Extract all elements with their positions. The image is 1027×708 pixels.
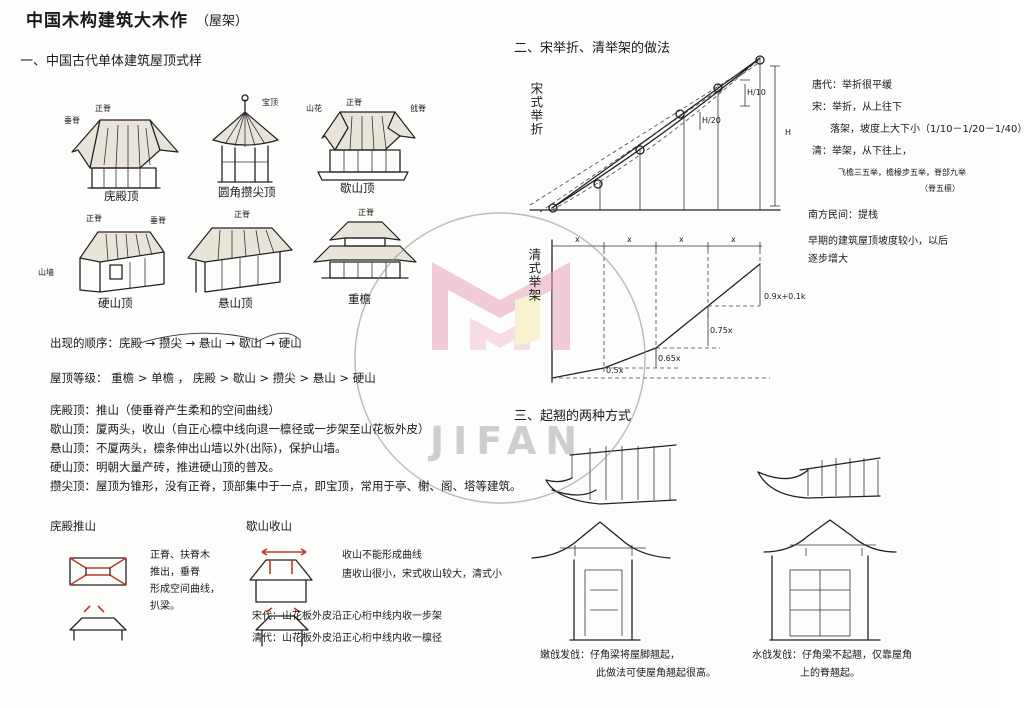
- roof-label-hip: 庑殿顶: [104, 189, 139, 203]
- sketch-drawings: [69, 55, 897, 647]
- double-eave-roof-drawing: [313, 221, 417, 279]
- callout-hip-hipridge: 垂脊: [64, 116, 80, 125]
- qing-x-2: x: [627, 235, 632, 244]
- shuiqiang-eave-drawing: [757, 457, 881, 499]
- song-juzhe-diagram: [529, 55, 781, 213]
- qing-jujia-diagram: [551, 239, 770, 383]
- qing-label: 清式举架: [526, 248, 542, 302]
- note-pyramidal: 攒尖顶：屋顶为锥形，没有正脊，顶部集中于一点，即宝顶，常用于亭、榭、阁、塔等建筑…: [50, 479, 522, 493]
- shoushan-diagram: [249, 548, 313, 647]
- callout-hardgable-hipridge: 垂脊: [150, 216, 166, 225]
- callout-hip-ridge: 正脊: [95, 104, 111, 113]
- shoushan-desc-1: 收山不能形成曲线: [342, 550, 422, 561]
- tuishan-desc-1: 正脊、扶脊木: [150, 550, 210, 561]
- qing-x-1: x: [575, 235, 580, 244]
- section2-note-4: 清：举架，从下往上，: [812, 146, 912, 157]
- qing-x-4: x: [731, 235, 736, 244]
- section2-heading: 二、宋举折、清举架的做法: [514, 41, 671, 56]
- section3-caption2-line2: 上的脊翘起。: [800, 668, 860, 679]
- tuishan-desc-4: 扒梁。: [150, 601, 180, 612]
- qing-value-1: 0.9x+0.1k: [764, 292, 806, 301]
- note-hard-gable: 硬山顶：明朝大量产砖，推进硬山顶的普及。: [50, 460, 280, 474]
- order-line: 出现的顺序：庑殿 → 攒尖 → 悬山 → 歇山 → 硬山: [50, 336, 302, 350]
- section3-caption1-line2: 此做法可使屋角翘起很高。: [596, 668, 716, 679]
- section2-note-1: 唐代：举折很平缓: [812, 80, 892, 91]
- rank-line: 屋顶等级： 重檐 > 单檐 ， 庑殿 > 歇山 > 攒尖 > 悬山 > 硬山: [50, 371, 376, 385]
- section3-caption1-line1: 嫩戗发戗：仔角梁将屋脚翘起，: [540, 650, 680, 661]
- watermark-text: JIFAN: [430, 419, 587, 463]
- note-overhang-gable: 悬山顶：不厦两头，檩条伸出山墙以外(出际)，保护山墙。: [50, 441, 347, 455]
- shoushan-qing: 清代：山花板外皮沿正心桁中线内收一檩径: [252, 633, 442, 644]
- callout-gable-face: 山花: [306, 104, 322, 113]
- hip-roof-drawing: [71, 119, 179, 189]
- shoushan-song: 宋代：山花板外皮沿正心桁中线内收一步架: [252, 611, 442, 622]
- song-height-mark: H: [785, 128, 792, 137]
- callout-corner-ridge: 戗脊: [410, 104, 426, 113]
- song-mark-1: H/10: [747, 88, 766, 97]
- qing-value-3: 0.65x: [658, 354, 681, 363]
- page-title: 中国木构建筑大木作: [26, 11, 188, 31]
- qing-value-2: 0.75x: [710, 326, 733, 335]
- nenqiang-hall-drawing: [531, 521, 671, 641]
- section2-note-9: 逐步增大: [808, 254, 848, 265]
- shoushan-title: 歇山收山: [246, 519, 292, 533]
- section1-heading: 一、中国古代单体建筑屋顶式样: [20, 54, 203, 69]
- shoushan-desc-2: 唐收山很小，宋式收山较大，清式小: [342, 569, 502, 580]
- tuishan-desc-2: 推出，垂脊: [150, 567, 200, 578]
- callout-gable-wall: 山墙: [38, 268, 54, 277]
- tuishan-title: 庑殿推山: [50, 519, 96, 533]
- tuishan-desc-3: 形成空间曲线，: [150, 584, 220, 595]
- section3-caption2-line1: 水戗发戗：仔角梁不起翘，仅靠屋角: [752, 650, 912, 661]
- sketch-page: 中国木构建筑大木作 （屋架） 一、中国古代单体建筑屋顶式样 庑殿顶 圆角攒尖顶 …: [20, 11, 1027, 679]
- roof-label-overhang-gable: 悬山顶: [218, 296, 253, 310]
- section2-note-3: 落架，坡度上大下小（1/10－1/20－1/40）: [830, 124, 1027, 135]
- qing-value-4: 0.5x: [606, 366, 624, 375]
- section2-note-7: 南方民间：提栈: [808, 210, 878, 221]
- callout-finial: 宝顶: [262, 98, 278, 107]
- shuiqiang-hall-drawing: [763, 519, 897, 641]
- section2-note-6: （脊五檩）: [920, 184, 960, 193]
- pyramidal-roof-drawing: [212, 94, 279, 183]
- roof-label-hard-gable: 硬山顶: [98, 296, 133, 310]
- tuishan-diagram: [69, 557, 127, 641]
- section3-heading: 三、起翘的两种方式: [514, 409, 632, 424]
- hard-gable-roof-drawing: [79, 231, 165, 293]
- roof-label-gable-hip: 歇山顶: [340, 181, 375, 195]
- song-mark-2: H/20: [702, 116, 721, 125]
- watermark-logo: [354, 212, 646, 504]
- section2-note-8: 早期的建筑屋顶坡度较小，以后: [808, 236, 948, 247]
- order-arrow-1: [139, 332, 259, 344]
- song-label: 宋式举折: [528, 82, 544, 136]
- roof-label-double-eave: 重檐: [348, 292, 371, 306]
- qing-x-3: x: [679, 235, 684, 244]
- nenqiang-eave-drawing: [545, 444, 677, 505]
- callout-overhang-ridge: 正脊: [234, 210, 250, 219]
- callout-double-ridge: 正脊: [358, 208, 374, 217]
- callout-gablehip-ridge: 正脊: [346, 98, 362, 107]
- page-subtitle: （屋架）: [196, 14, 249, 29]
- order-arrow-2: [254, 332, 301, 344]
- callout-hardgable-ridge: 正脊: [86, 214, 102, 223]
- section2-note-2: 宋：举折，从上往下: [812, 102, 902, 113]
- section2-note-5: 飞檐三五举，檐椽步五举，脊部九举: [838, 168, 966, 177]
- note-gable-hip: 歇山顶：厦两头，收山（自正心檩中线向退一檩径或一步架至山花板外皮）: [50, 422, 430, 436]
- roof-label-pyramidal: 圆角攒尖顶: [218, 185, 276, 199]
- gable-hip-roof-drawing: [317, 111, 416, 181]
- note-hip: 庑殿顶：推山（使垂脊产生柔和的空间曲线）: [50, 403, 280, 417]
- overhanging-gable-roof-drawing: [187, 227, 293, 293]
